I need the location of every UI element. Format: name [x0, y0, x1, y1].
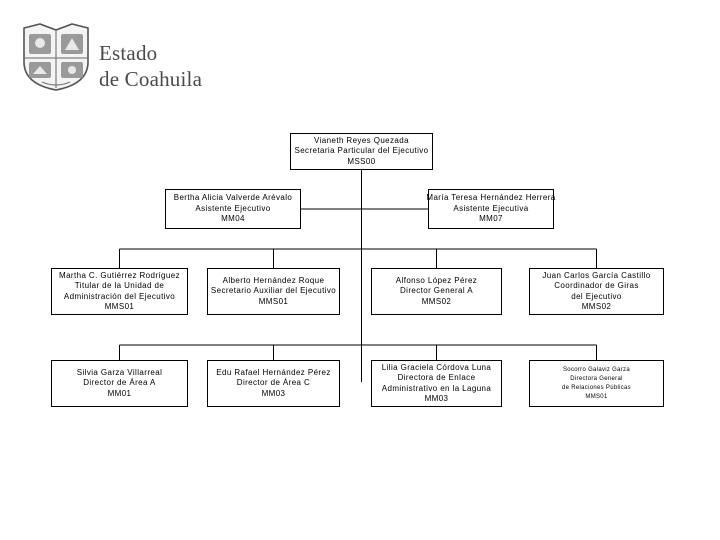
box-line: Director de Área C — [236, 378, 311, 388]
org-box-row3-2: Alberto Hernández Roque Secretario Auxil… — [207, 268, 340, 315]
box-line: del Ejecutivo — [571, 291, 622, 301]
box-line: Director de Área A — [83, 378, 156, 388]
org-box-row4-1: Silvia Garza Villarreal Director de Área… — [51, 360, 188, 407]
box-title: Asistente Ejecutivo — [195, 203, 271, 213]
box-line: Titular de la Unidad de — [74, 281, 165, 290]
box-line: Secretario Auxiliar del Ejecutivo — [210, 286, 337, 296]
box-line: Directora de Enlace — [397, 373, 476, 382]
box-code: MSS00 — [347, 156, 376, 166]
org-box-row3-1: Martha C. Gutiérrez Rodríguez Titular de… — [51, 268, 188, 315]
org-box-row4-4: Socorro Galaviz Garza Directora General … — [529, 360, 664, 407]
org-box-asistente-ejecutiva: María Teresa Hernández Herrera Asistente… — [426, 189, 556, 229]
box-line: Martha C. Gutiérrez Rodríguez — [59, 270, 180, 280]
box-line: MMS02 — [581, 302, 612, 311]
box-code: MM07 — [479, 214, 503, 224]
org-box-row3-4: Juan Carlos García Castillo Coordinador … — [529, 268, 664, 315]
box-line: Coordinador de Giras — [554, 281, 639, 290]
org-box-row3-3: Alfonso López Pérez Director General A M… — [371, 268, 502, 315]
coat-of-arms-icon — [23, 23, 89, 91]
box-line: de Relaciones Públicas — [562, 384, 631, 391]
box-line: Alberto Hernández Roque — [222, 275, 325, 285]
box-line: MM03 — [424, 394, 449, 403]
box-name: María Teresa Hernández Herrera — [426, 193, 556, 203]
box-line: MMS02 — [421, 296, 452, 306]
box-code: MM04 — [221, 214, 245, 224]
box-line: MMS01 — [104, 302, 135, 311]
box-line: Juan Carlos García Castillo — [542, 270, 651, 280]
org-box-asistente-ejecutivo: Bertha Alicia Valverde Arévalo Asistente… — [165, 189, 301, 229]
box-line: MM03 — [261, 388, 286, 398]
org-box-secretaria-particular: Vianeth Reyes Quezada Secretaria Particu… — [290, 133, 433, 170]
box-line: Silvia Garza Villarreal — [76, 367, 163, 377]
box-line: MMS01 — [585, 393, 608, 400]
box-line: Edu Rafael Hernández Pérez — [216, 367, 331, 377]
org-box-row4-2: Edu Rafael Hernández Pérez Director de Á… — [207, 360, 340, 407]
brand-line-1: Estado — [99, 41, 158, 65]
box-line: Administración del Ejecutivo — [63, 291, 176, 301]
box-line: Socorro Galaviz Garza — [563, 366, 630, 373]
box-line: MMS01 — [258, 296, 289, 306]
box-line: Directora General — [570, 375, 623, 382]
box-line: Lilia Graciela Córdova Luna — [381, 362, 492, 372]
box-title: Asistente Ejecutiva — [453, 203, 529, 213]
brand-wordmark: Estado de Coahuila — [99, 40, 202, 92]
org-box-row4-3: Lilia Graciela Córdova Luna Directora de… — [371, 360, 502, 407]
box-name: Vianeth Reyes Quezada — [314, 135, 409, 145]
box-line: Director General A — [399, 286, 473, 296]
box-line: Alfonso López Pérez — [395, 275, 478, 285]
box-line: MM01 — [107, 388, 132, 398]
box-line: Administrativo en la Laguna — [381, 383, 492, 393]
box-name: Bertha Alicia Valverde Arévalo — [173, 193, 293, 203]
box-title: Secretaria Particular del Ejecutivo — [294, 146, 429, 156]
brand-line-2: de Coahuila — [99, 67, 203, 91]
